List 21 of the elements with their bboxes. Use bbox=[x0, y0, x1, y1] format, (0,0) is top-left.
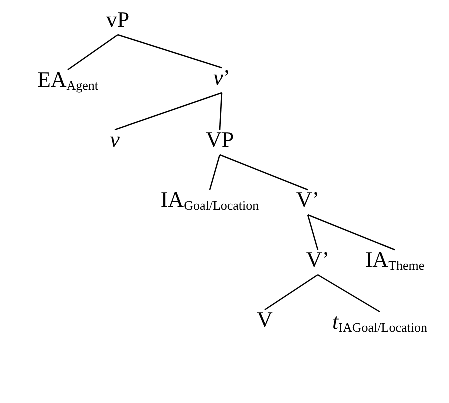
tree-branch-line bbox=[209, 154, 221, 190]
tree-node-label: IA$_{Goal/Location}$ bbox=[160, 188, 260, 212]
tree-node-label: v’ bbox=[213, 66, 231, 90]
tree-branch-line bbox=[220, 154, 308, 191]
tree-branch-line bbox=[114, 92, 222, 131]
tree-branch-line bbox=[68, 34, 118, 71]
tree-node-label: VP bbox=[206, 128, 234, 152]
tree-branch-line bbox=[307, 214, 319, 250]
tree-node-label: vP bbox=[106, 8, 130, 32]
tree-node-label: V’ bbox=[296, 188, 320, 212]
tree-branch-line bbox=[118, 34, 222, 69]
tree-node-label: t$_{IAGoal/Location}$ bbox=[332, 310, 428, 334]
tree-node-label: EA$_{Agent}$ bbox=[37, 68, 99, 92]
tree-node-label: IA$_{Theme}$ bbox=[365, 248, 425, 272]
tree-node-label: v bbox=[110, 128, 120, 152]
tree-branch-line bbox=[308, 214, 396, 251]
tree-branch-line bbox=[318, 274, 380, 313]
tree-branch-line bbox=[264, 274, 318, 311]
tree-branch-line bbox=[219, 92, 223, 130]
tree-node-label: V bbox=[257, 308, 273, 332]
tree-node-label: V’ bbox=[306, 248, 330, 272]
